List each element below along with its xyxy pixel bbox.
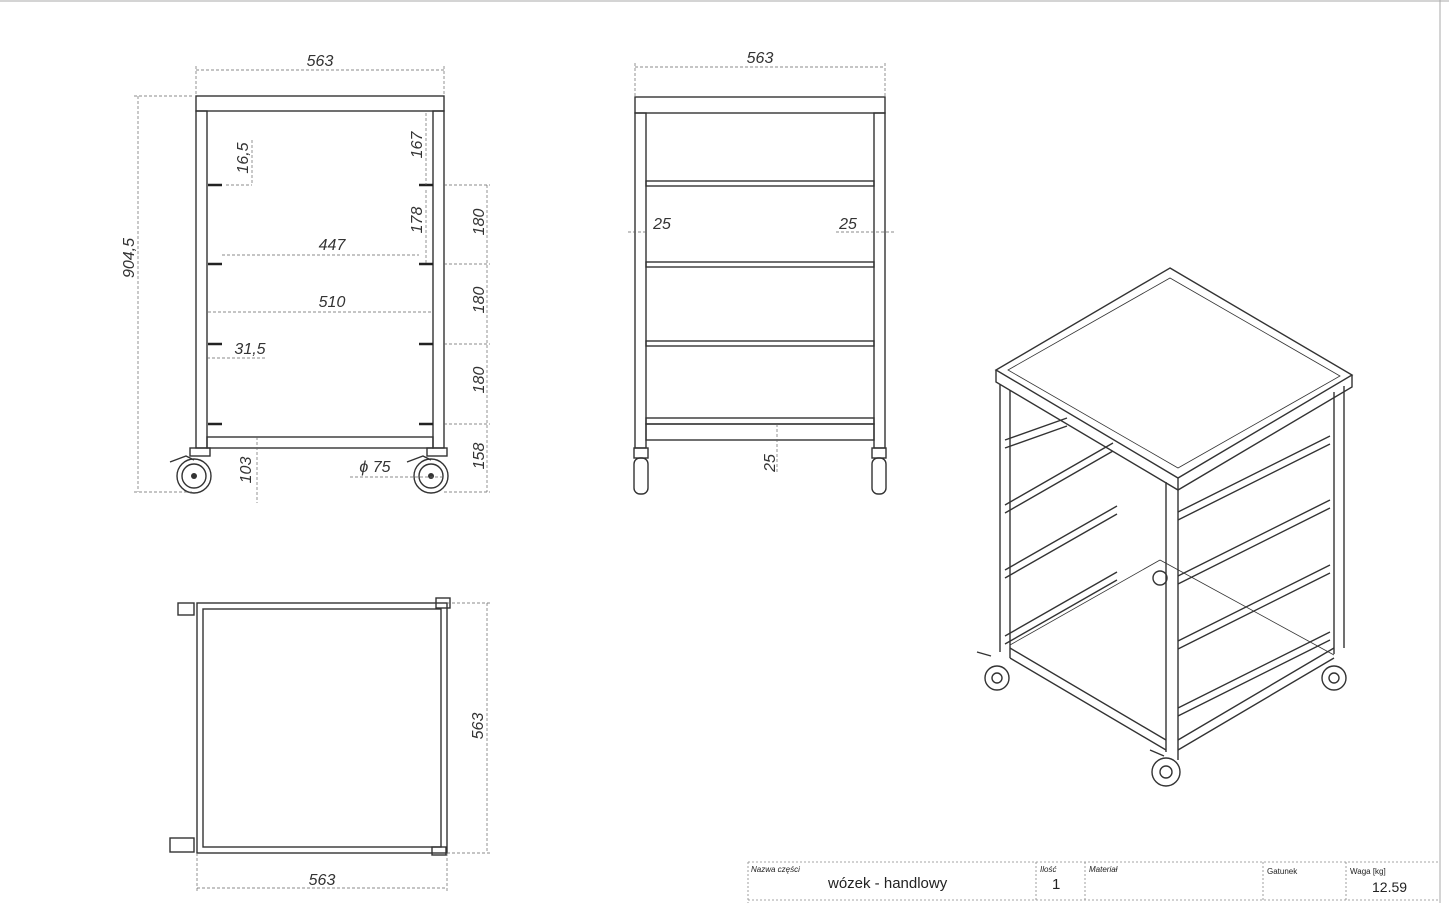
quantity-label: Ilość <box>1040 865 1056 874</box>
isometric-view <box>976 267 1354 787</box>
top-gap-dim: 167 <box>409 131 426 159</box>
top-view: 563 563 <box>169 597 491 891</box>
bracket-depth-dim: 31,5 <box>234 341 265 358</box>
front-view: 563 904,5 16,5 167 178 180 180 180 447 5… <box>121 53 490 503</box>
inner-447-dim: 447 <box>319 237 347 254</box>
weight-label: Waga [kg] <box>1350 867 1386 876</box>
material-label: Materiał <box>1089 865 1118 874</box>
bottom-gap-dim: 158 <box>471 443 488 470</box>
pitch-dim-2: 180 <box>471 287 488 314</box>
shelf-gap-dim: 178 <box>409 207 426 234</box>
front-width-dim: 563 <box>307 53 334 70</box>
left-rail-dim: 25 <box>652 216 671 233</box>
total-height-dim: 904,5 <box>121 238 138 278</box>
bottom-rail-dim: 25 <box>762 454 779 473</box>
weight: 12.59 <box>1372 879 1407 895</box>
caster-right <box>406 447 449 494</box>
part-name-label: Nazwa części <box>751 865 800 874</box>
grade-label: Gatunek <box>1267 867 1298 876</box>
side-view: 563 25 25 25 <box>628 50 894 495</box>
pitch-dim-3: 180 <box>471 367 488 394</box>
ground-clearance-dim: 103 <box>238 457 255 484</box>
title-block: Nazwa części wózek - handlowy Ilość 1 Ma… <box>747 861 1440 903</box>
side-width-dim: 563 <box>747 50 774 67</box>
inner-510-dim: 510 <box>319 294 346 311</box>
caster-left <box>169 447 212 494</box>
part-name: wózek - handlowy <box>827 875 948 892</box>
top-width-dim: 563 <box>309 872 336 889</box>
right-rail-dim: 25 <box>838 216 857 233</box>
bracket-offset-dim: 16,5 <box>235 142 252 173</box>
wheel-diameter-dim: ϕ 75 <box>359 459 390 476</box>
pitch-dim-1: 180 <box>471 209 488 236</box>
top-depth-dim: 563 <box>470 713 487 740</box>
quantity: 1 <box>1052 876 1060 893</box>
